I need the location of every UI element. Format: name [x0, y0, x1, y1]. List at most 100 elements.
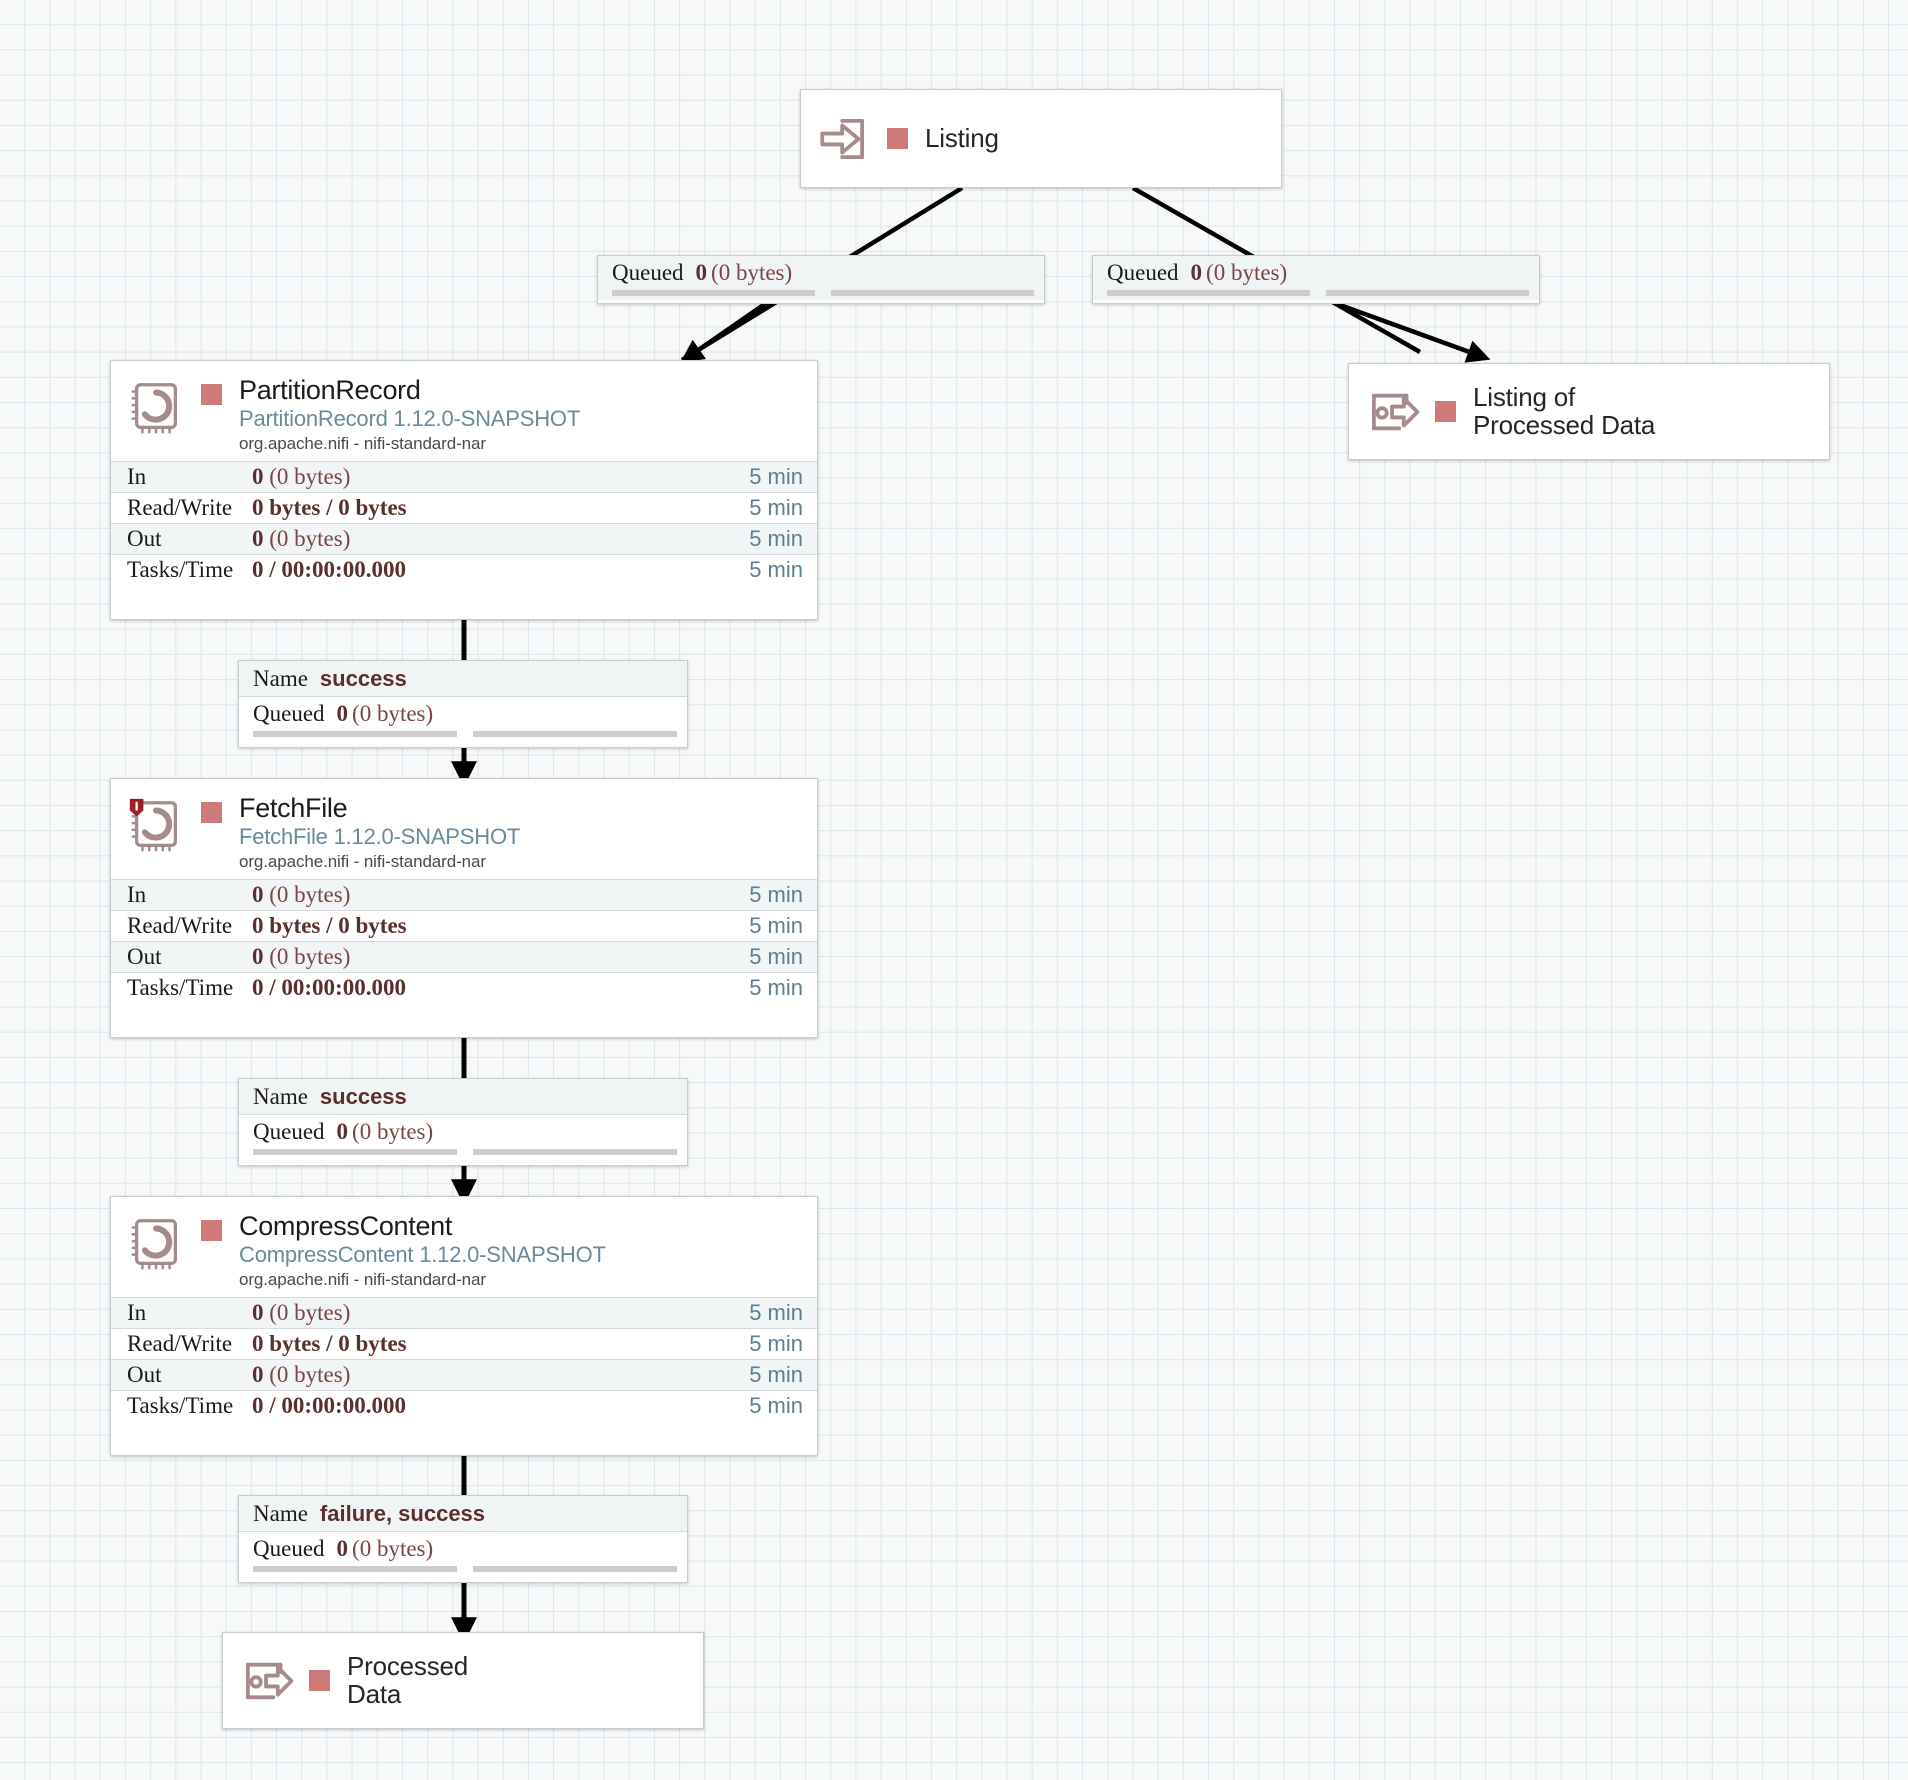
connection-label-listing-to-listing-of-processed-data[interactable]: Queued 0 (0 bytes): [1092, 255, 1540, 304]
connection-label-listing-to-partitionrecord[interactable]: Queued 0 (0 bytes): [597, 255, 1045, 304]
input-port-label: Listing: [925, 122, 999, 153]
queued-key: Queued: [1107, 260, 1179, 285]
processor-header: CompressContent CompressContent 1.12.0-S…: [111, 1197, 817, 1297]
output-port-label: Listing of Processed Data: [1473, 381, 1656, 440]
stat-time: 5 min: [749, 495, 803, 520]
queue-size-bar: [1326, 289, 1529, 296]
queue-count-bar: [253, 1148, 457, 1155]
stat-value: 0 / 00:00:00.000: [252, 557, 406, 582]
stat-label: Tasks/Time: [127, 557, 234, 582]
queued-key: Queued: [612, 260, 684, 285]
stat-value: 0 bytes / 0 bytes: [252, 1331, 407, 1356]
stat-label: In: [127, 882, 147, 907]
status-swatch: [1435, 401, 1456, 422]
stat-label: Read/Write: [127, 1331, 233, 1356]
stat-time: 5 min: [749, 557, 803, 582]
processor-icon: [125, 795, 187, 857]
queued-count: 0: [336, 1536, 349, 1561]
processor-icon: [125, 377, 187, 439]
processor-compresscontent[interactable]: CompressContent CompressContent 1.12.0-S…: [110, 1196, 818, 1456]
processor-text-block: CompressContent CompressContent 1.12.0-S…: [239, 1211, 606, 1291]
connection-name-row: Name success: [239, 1079, 687, 1114]
queue-count-bar: [253, 1565, 457, 1572]
stat-time: 5 min: [749, 975, 803, 1000]
status-swatch: [309, 1670, 330, 1691]
stat-value: 0 (0 bytes): [252, 882, 351, 907]
stat-label: Out: [127, 1362, 162, 1387]
processor-bundle: org.apache.nifi - nifi-standard-nar: [239, 1270, 486, 1290]
output-port-icon: [237, 1652, 295, 1710]
queue-size-bar: [473, 730, 677, 737]
queued-row: Queued 0 (0 bytes): [239, 1114, 687, 1149]
output-port-listing-of-processed-data[interactable]: Listing of Processed Data: [1348, 363, 1830, 460]
stat-label: Read/Write: [127, 495, 233, 520]
queue-size-bar: [473, 1148, 677, 1155]
status-swatch: [201, 1220, 222, 1241]
stat-row: Tasks/Time 0 / 00:00:00.000 5 min: [111, 972, 817, 1003]
queued-bytes: (0 bytes): [1206, 260, 1288, 285]
stat-time: 5 min: [749, 1393, 803, 1418]
connection-label-compresscontent-to-processed-data[interactable]: Name failure, success Queued 0 (0 bytes): [238, 1495, 688, 1583]
connection-label-fetchfile-to-compresscontent[interactable]: Name success Queued 0 (0 bytes): [238, 1078, 688, 1166]
stat-time: 5 min: [749, 1362, 803, 1387]
processor-header: FetchFile FetchFile 1.12.0-SNAPSHOT org.…: [111, 779, 817, 879]
stat-row: Tasks/Time 0 / 00:00:00.000 5 min: [111, 1390, 817, 1421]
queued-count: 0: [1190, 260, 1203, 285]
queued-bytes: (0 bytes): [352, 701, 434, 726]
queue-progress-bars: [239, 1148, 687, 1159]
output-port-processed-data[interactable]: Processed Data: [222, 1632, 704, 1729]
name-key: Name: [253, 1500, 308, 1526]
stat-value: 0 (0 bytes): [252, 464, 351, 489]
processor-text-block: PartitionRecord PartitionRecord 1.12.0-S…: [239, 375, 580, 455]
status-swatch: [201, 384, 222, 405]
bar-gap: [457, 1566, 474, 1572]
stat-label: Read/Write: [127, 913, 233, 938]
stat-value: 0 (0 bytes): [252, 944, 351, 969]
stat-time: 5 min: [749, 1300, 803, 1325]
stat-row: Read/Write 0 bytes / 0 bytes 5 min: [111, 910, 817, 941]
processor-text-block: FetchFile FetchFile 1.12.0-SNAPSHOT org.…: [239, 793, 520, 873]
queued-bytes: (0 bytes): [352, 1119, 434, 1144]
queued-bytes: (0 bytes): [711, 260, 793, 285]
stat-value: 0 (0 bytes): [252, 526, 351, 551]
queued-row: Queued 0 (0 bytes): [1093, 256, 1539, 290]
processor-icon: [125, 1213, 187, 1275]
queue-progress-bars: [239, 730, 687, 741]
stat-label: Tasks/Time: [127, 975, 234, 1000]
stat-label: In: [127, 464, 147, 489]
stat-value: 0 / 00:00:00.000: [252, 975, 406, 1000]
queue-size-bar: [831, 289, 1034, 296]
processor-partitionrecord[interactable]: PartitionRecord PartitionRecord 1.12.0-S…: [110, 360, 818, 620]
queue-progress-bars: [1093, 289, 1539, 300]
connection-name-row: Name failure, success: [239, 1496, 687, 1531]
queue-count-bar: [612, 289, 815, 296]
queue-size-bar: [473, 1565, 677, 1572]
stat-time: 5 min: [749, 526, 803, 551]
processor-header: PartitionRecord PartitionRecord 1.12.0-S…: [111, 361, 817, 461]
stat-value: 0 (0 bytes): [252, 1300, 351, 1325]
input-port-listing[interactable]: Listing: [800, 89, 1282, 188]
queued-row: Queued 0 (0 bytes): [239, 696, 687, 731]
stat-row: In 0 (0 bytes) 5 min: [111, 1297, 817, 1328]
status-swatch: [887, 128, 908, 149]
bar-gap: [815, 290, 832, 296]
bulletin-shield-icon: [129, 798, 144, 817]
name-value: success: [319, 1083, 407, 1109]
processor-name: PartitionRecord: [239, 375, 421, 405]
queued-key: Queued: [253, 701, 325, 726]
stat-time: 5 min: [749, 944, 803, 969]
connection-label-partitionrecord-to-fetchfile[interactable]: Name success Queued 0 (0 bytes): [238, 660, 688, 748]
processor-fetchfile[interactable]: FetchFile FetchFile 1.12.0-SNAPSHOT org.…: [110, 778, 818, 1038]
name-value: failure, success: [319, 1500, 486, 1526]
processor-name: CompressContent: [239, 1211, 453, 1241]
stat-row: Out 0 (0 bytes) 5 min: [111, 523, 817, 554]
queue-progress-bars: [598, 289, 1044, 300]
queued-bytes: (0 bytes): [352, 1536, 434, 1561]
input-port-icon: [815, 110, 873, 168]
stat-row: In 0 (0 bytes) 5 min: [111, 879, 817, 910]
bar-gap: [457, 731, 474, 737]
stat-time: 5 min: [749, 1331, 803, 1356]
queued-row: Queued 0 (0 bytes): [239, 1531, 687, 1566]
queue-count-bar: [253, 730, 457, 737]
